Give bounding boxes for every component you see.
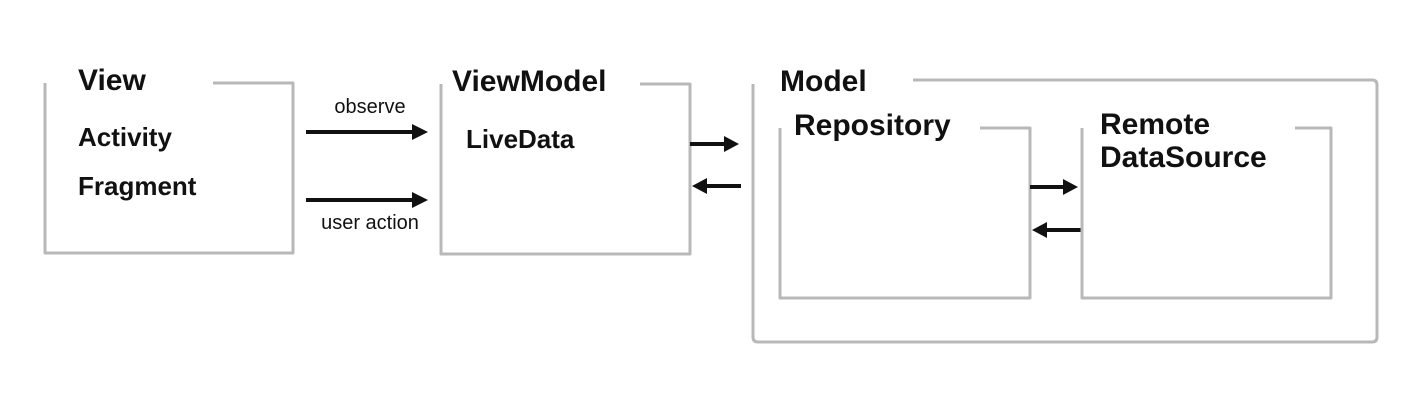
remote-to-repository-arrow-head xyxy=(1032,222,1047,238)
observe-label: observe xyxy=(334,96,405,118)
view-item-fragment: Fragment xyxy=(78,171,197,201)
remote-datasource-box: Remote DataSource xyxy=(1080,108,1333,300)
viewmodel-model-connector xyxy=(690,136,741,194)
model-to-viewmodel-arrow-head xyxy=(692,178,707,194)
view-box: View Activity Fragment xyxy=(43,64,295,255)
model-title: Model xyxy=(780,65,867,98)
repository-box-frame xyxy=(778,126,1032,300)
view-title: View xyxy=(78,64,146,97)
view-viewmodel-connector: observe user action xyxy=(306,96,428,234)
repository-title: Repository xyxy=(794,109,951,142)
viewmodel-item-livedata: LiveData xyxy=(466,124,575,154)
viewmodel-box: ViewModel LiveData xyxy=(439,65,692,256)
repository-box: Repository xyxy=(778,109,1032,300)
viewmodel-box-frame xyxy=(439,82,692,256)
remote-datasource-title-line-1: Remote xyxy=(1100,108,1210,141)
model-box: Model Repository Remote DataSource xyxy=(751,65,1379,344)
repository-remote-connector xyxy=(1030,179,1081,238)
view-item-activity: Activity xyxy=(78,122,172,152)
user-action-label: user action xyxy=(321,212,419,234)
viewmodel-title: ViewModel xyxy=(452,65,606,98)
view-box-frame xyxy=(43,81,295,255)
remote-datasource-box-frame xyxy=(1080,126,1333,300)
repository-to-remote-arrow-head xyxy=(1063,179,1078,195)
remote-datasource-title-line-2: DataSource xyxy=(1100,141,1267,174)
viewmodel-to-model-arrow-head xyxy=(724,136,739,152)
model-box-frame xyxy=(751,78,1379,344)
observe-arrow-head xyxy=(412,124,428,140)
user-action-arrow-head xyxy=(412,192,428,208)
